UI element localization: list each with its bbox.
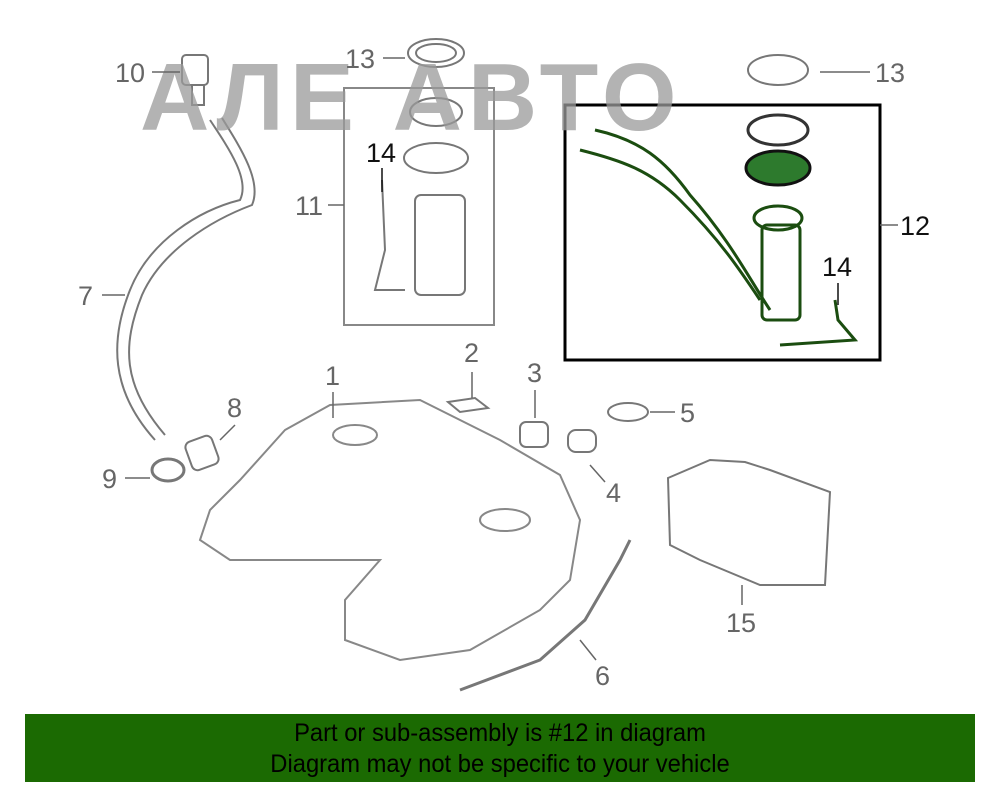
callout-13-right: 13	[875, 58, 905, 88]
pump-assembly-12	[579, 113, 859, 347]
banner-line-1: Part or sub-assembly is #12 in diagram	[294, 719, 706, 747]
fuel-cap-part	[181, 54, 209, 106]
hose-part-8	[184, 434, 220, 472]
callout-14-right: 14	[822, 252, 852, 282]
callout-9: 9	[102, 464, 117, 494]
ring-part-13	[747, 54, 809, 86]
callout-7: 7	[78, 281, 93, 311]
pump-assembly-11	[373, 38, 469, 296]
nut-part-5	[607, 402, 649, 422]
strap-part-6	[459, 539, 632, 692]
clamp-part-9	[150, 457, 186, 483]
pad-part-2	[445, 396, 491, 414]
grommet-part-4	[567, 429, 597, 453]
bumper-part-3	[519, 421, 549, 448]
assembly-box-11	[343, 87, 495, 326]
callout-8: 8	[227, 393, 242, 423]
callout-15: 15	[726, 608, 756, 638]
banner-line-2: Diagram may not be specific to your vehi…	[270, 750, 730, 778]
callout-11: 11	[295, 191, 323, 221]
leader-lines	[102, 57, 898, 661]
callout-1: 1	[325, 361, 340, 391]
assembly-box-12	[563, 103, 882, 362]
callout-2: 2	[464, 338, 479, 368]
fuel-tank-part-1	[198, 398, 582, 662]
info-banner: Part or sub-assembly is #12 in diagram D…	[25, 714, 975, 782]
callout-14-left: 14	[366, 138, 396, 168]
callout-10: 10	[115, 58, 145, 88]
callout-4: 4	[606, 478, 621, 508]
callout-5: 5	[680, 398, 695, 428]
callout-6: 6	[595, 661, 610, 691]
watermark-logo: АЛЕ АВТО	[140, 44, 682, 151]
callout-13-left: 13	[345, 44, 375, 74]
filler-pipe	[116, 117, 256, 441]
callout-12: 12	[900, 211, 930, 241]
callout-3: 3	[527, 358, 542, 388]
shield-part-15	[666, 458, 832, 586]
